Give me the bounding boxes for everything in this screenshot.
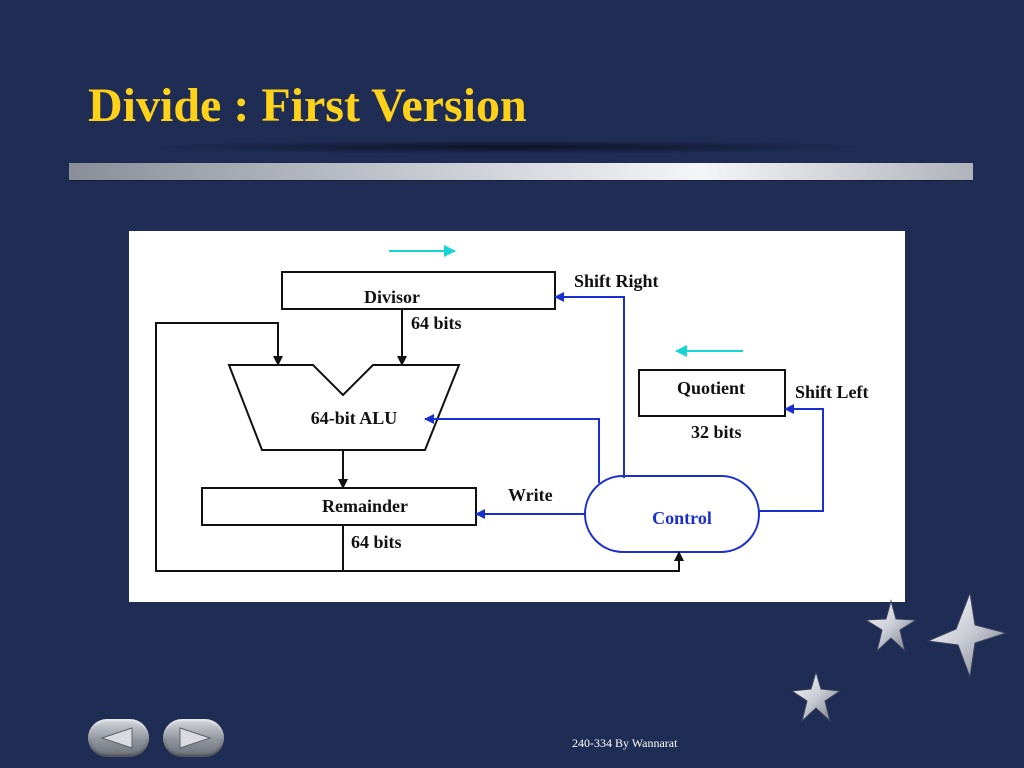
alu-shape [227,364,461,451]
remainder-to-control-path [342,525,684,572]
next-slide-button[interactable] [163,719,224,757]
bottom-star-icon [790,670,842,723]
previous-slide-button[interactable] [88,719,149,757]
large-star-icon [926,591,1008,678]
small-star-icon [864,599,918,653]
slide-title: Divide : First Version [88,79,527,132]
title-rule [69,163,973,180]
footer-text: 240-334 By Wannarat [572,736,678,750]
stars-decoration [790,591,1008,723]
control-to-alu-path [424,414,600,483]
control-to-quotient-path [759,404,824,512]
alu-label: 64-bit ALU [311,408,398,428]
divisor-label: Divisor [364,287,420,307]
remainder-feedback-path [155,322,343,572]
control-to-divisor-path [554,292,625,478]
previous-slide-icon [100,727,133,749]
next-slide-icon [179,727,212,749]
shift-right-label: Shift Right [574,271,659,291]
remainder-width-label: 64 bits [351,532,402,552]
control-label: Control [652,508,712,528]
shift-left-label: Shift Left [795,382,869,402]
quotient-register [638,369,786,417]
divide-hardware-diagram: Divisor 64 bits Shift Right 64-bit ALU R… [129,231,905,602]
quotient-label: Quotient [677,378,745,398]
write-label: Write [508,485,553,505]
quotient-width-label: 32 bits [691,422,742,442]
divisor-register [281,271,556,310]
title-shadow [140,140,880,154]
divisor-width-label: 64 bits [411,313,462,333]
remainder-label: Remainder [322,496,408,516]
